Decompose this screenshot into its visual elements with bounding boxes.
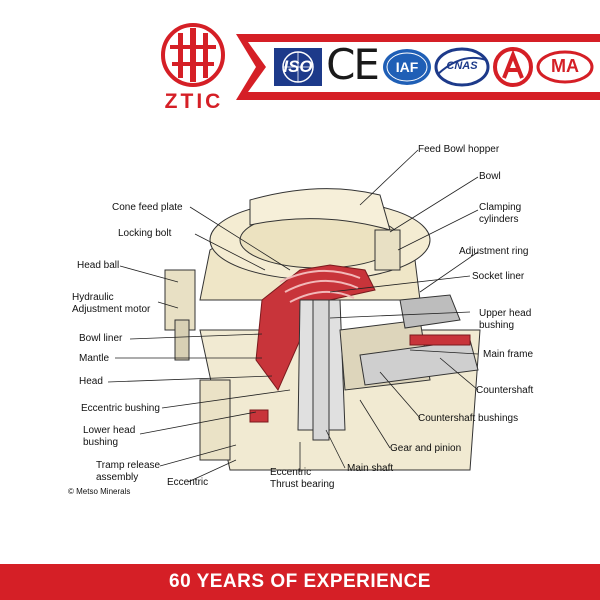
label-bowl-liner: Bowl liner: [79, 333, 123, 344]
cert-ac: [492, 46, 534, 88]
cert-cnas-text: CNAS: [446, 60, 478, 72]
logo-text: ZTIC: [164, 90, 224, 113]
cert-cma-text: MA: [551, 56, 579, 76]
label-upper-head-bushing: Upper head bushing: [479, 308, 532, 331]
footer-banner: 60 YEARS OF EXPERIENCE: [0, 564, 600, 600]
label-main-shaft: Main shaft: [347, 463, 394, 474]
label-countershaft: Countershaft: [476, 385, 534, 396]
label-locking-bolt: Locking bolt: [118, 228, 172, 239]
ac-badge-icon: [493, 47, 533, 87]
label-bowl: Bowl: [479, 171, 501, 182]
footer-tagline: 60 YEARS OF EXPERIENCE: [169, 571, 431, 592]
label-head: Head: [79, 376, 103, 387]
label-head-ball: Head ball: [77, 260, 120, 271]
cma-badge-icon: [536, 50, 594, 84]
label-clamping-cylinders: Clamping cylinders: [479, 202, 522, 225]
label-eccentric: Eccentric: [167, 477, 209, 488]
label-socket-liner: Socket liner: [472, 271, 525, 282]
cnas-badge-icon: [434, 47, 490, 87]
cert-iaf-text: IAF: [395, 59, 419, 75]
label-eccentric-bushing: Eccentric bushing: [81, 403, 160, 414]
label-tramp-release-assembly: Tramp release assembly: [96, 460, 161, 483]
cert-iaf: IAF: [382, 48, 432, 86]
label-feed-bowl-hopper: Feed Bowl hopper: [418, 144, 500, 155]
label-countershaft-bushings: Countershaft bushings: [418, 413, 519, 424]
leader-lines: [107, 149, 479, 483]
ce-mark-icon: CE: [326, 40, 380, 89]
cone-crusher-illustration: [107, 149, 481, 483]
iaf-badge-icon: [383, 49, 431, 85]
label-adjustment-ring: Adjustment ring: [459, 246, 529, 257]
cert-iso: ISO: [274, 48, 322, 86]
copyright-text: © Metso Minerals: [68, 487, 131, 496]
cert-ce: CE: [324, 40, 380, 89]
cert-cma: MA: [536, 50, 594, 84]
label-lower-head-bushing: Lower head bushing: [83, 425, 136, 448]
label-mantle: Mantle: [79, 353, 110, 364]
label-main-frame: Main frame: [483, 349, 534, 360]
header: ZTIC ISO CE IAF: [0, 0, 600, 118]
iso-badge-icon: [274, 48, 322, 86]
label-eccentric-thrust-bearing: Eccentric Thrust bearing: [270, 467, 335, 490]
label-hydraulic-adjustment-motor: Hydraulic Adjustment motor: [72, 292, 151, 315]
ztic-logo-icon: [161, 23, 225, 87]
cert-cnas: CNAS: [434, 46, 490, 88]
label-gear-and-pinion: Gear and pinion: [390, 443, 462, 454]
label-cone-feed-plate: Cone feed plate: [112, 202, 183, 213]
cert-iso-text: ISO: [283, 57, 313, 76]
